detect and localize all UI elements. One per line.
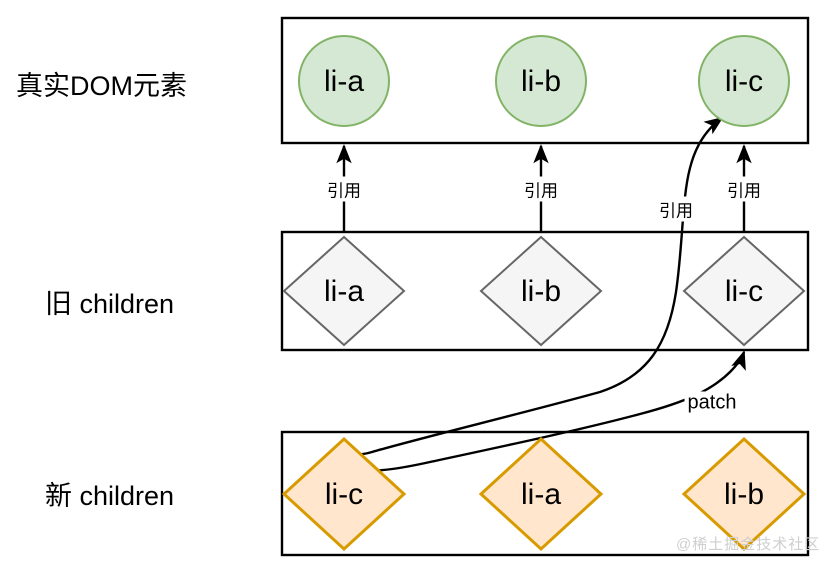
edge-patch-curve bbox=[359, 350, 746, 472]
row-label-old-children: 旧 children bbox=[45, 289, 175, 319]
node-old-li-b[interactable] bbox=[479, 235, 603, 347]
edge-ref-new-c-curve bbox=[342, 116, 724, 456]
row-label-real-dom: 真实DOM元素 bbox=[16, 71, 187, 101]
node-old-li-a[interactable] bbox=[282, 235, 406, 347]
node-real-li-b[interactable] bbox=[495, 35, 587, 127]
node-label-old-li-c: li-c bbox=[724, 275, 764, 308]
node-label-old-li-a: li-a bbox=[323, 275, 365, 308]
node-label-old-li-b: li-b bbox=[520, 275, 562, 308]
edge-label-ref-c: 引用 bbox=[725, 176, 763, 202]
watermark: @稀土掘金技术社区 bbox=[676, 536, 820, 553]
node-new-li-c[interactable] bbox=[281, 436, 407, 552]
edge-label-patch: patch bbox=[684, 391, 740, 415]
node-label-new-li-a: li-a bbox=[520, 478, 562, 511]
edge-label-ref-a: 引用 bbox=[325, 176, 363, 202]
node-label-new-li-b: li-b bbox=[723, 478, 765, 511]
node-label-real-li-a: li-a bbox=[323, 65, 365, 98]
node-new-li-a[interactable] bbox=[478, 436, 604, 552]
node-label-real-li-c: li-c bbox=[724, 65, 764, 98]
edge-label-ref-new-c: 引用 bbox=[657, 196, 695, 222]
node-label-new-li-c: li-c bbox=[324, 478, 364, 511]
node-old-li-c[interactable] bbox=[682, 235, 806, 347]
node-real-li-a[interactable] bbox=[298, 35, 390, 127]
edge-label-ref-b: 引用 bbox=[522, 176, 560, 202]
node-new-li-b[interactable] bbox=[681, 436, 807, 552]
node-label-real-li-b: li-b bbox=[520, 65, 562, 98]
row-label-new-children: 新 children bbox=[45, 481, 175, 511]
node-real-li-c[interactable] bbox=[698, 35, 790, 127]
